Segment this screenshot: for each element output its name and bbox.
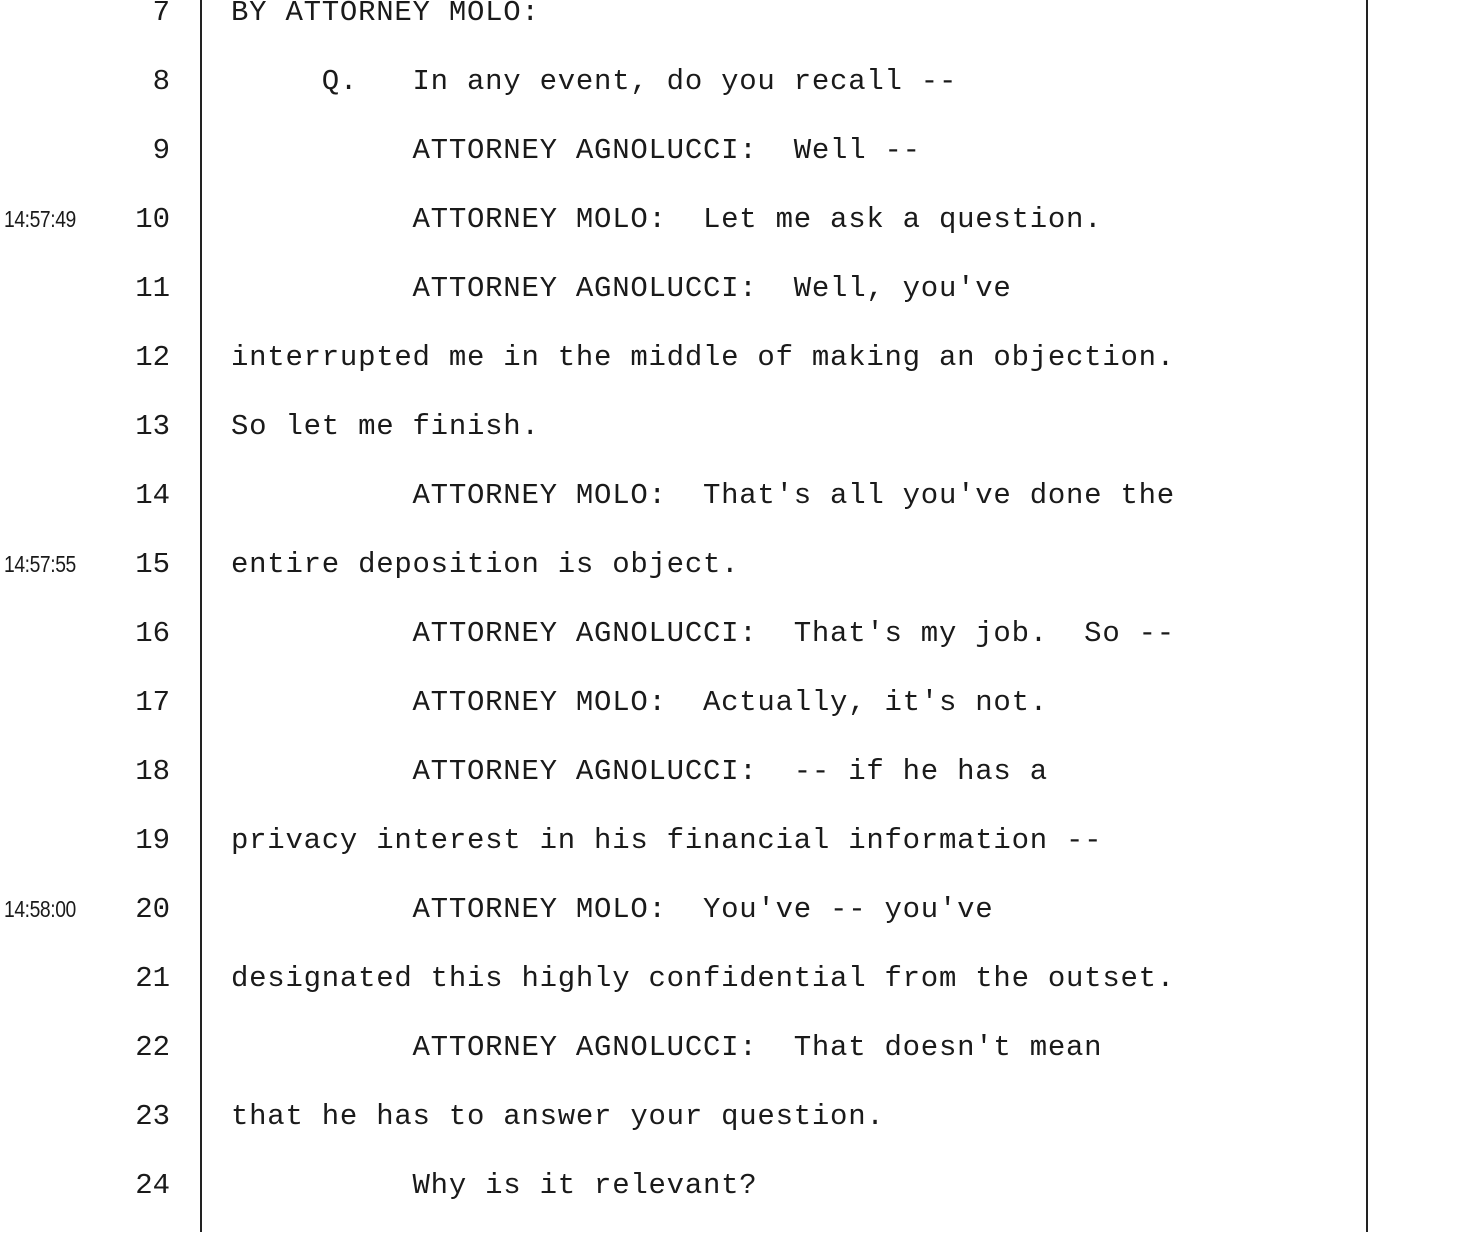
left-margin-rule <box>200 0 202 1232</box>
line-text: ATTORNEY AGNOLUCCI: -- if he has a <box>231 755 1048 788</box>
transcript-line: 16 ATTORNEY AGNOLUCCI: That's my job. So… <box>0 613 1460 682</box>
line-text: ATTORNEY AGNOLUCCI: Well -- <box>231 134 921 167</box>
line-number: 21 <box>135 962 170 995</box>
transcript-line: 12 interrupted me in the middle of makin… <box>0 337 1460 406</box>
transcript-line: 9 ATTORNEY AGNOLUCCI: Well -- <box>0 130 1460 199</box>
line-text: BY ATTORNEY MOLO: <box>231 0 540 29</box>
transcript-line: 14:57:49 10 ATTORNEY MOLO: Let me ask a … <box>0 199 1460 268</box>
transcript-line: 8 Q. In any event, do you recall -- <box>0 61 1460 130</box>
line-number: 20 <box>135 893 170 926</box>
line-text: entire deposition is object. <box>231 548 740 581</box>
timestamp: 14:57:55 <box>4 551 76 577</box>
line-number: 9 <box>152 134 170 167</box>
line-number: 17 <box>135 686 170 719</box>
timestamp: 14:57:49 <box>4 206 76 232</box>
transcript-line: 22 ATTORNEY AGNOLUCCI: That doesn't mean <box>0 1027 1460 1096</box>
line-number: 15 <box>135 548 170 581</box>
line-number: 7 <box>152 0 170 29</box>
line-text: So let me finish. <box>231 410 540 443</box>
transcript-line: 19 privacy interest in his financial inf… <box>0 820 1460 889</box>
line-text: Why is it relevant? <box>231 1169 758 1202</box>
transcript-line: 14:57:55 15 entire deposition is object. <box>0 544 1460 613</box>
line-text: designated this highly confidential from… <box>231 962 1175 995</box>
line-text: that he has to answer your question. <box>231 1100 885 1133</box>
line-number: 19 <box>135 824 170 857</box>
line-number: 11 <box>135 272 170 305</box>
line-text: ATTORNEY MOLO: You've -- you've <box>231 893 994 926</box>
line-number: 16 <box>135 617 170 650</box>
right-margin-rule <box>1366 0 1368 1232</box>
line-number: 22 <box>135 1031 170 1064</box>
timestamp: 14:58:00 <box>4 896 76 922</box>
line-number: 12 <box>135 341 170 374</box>
transcript-line: 17 ATTORNEY MOLO: Actually, it's not. <box>0 682 1460 751</box>
transcript-line: 24 Why is it relevant? <box>0 1165 1460 1234</box>
line-text: Q. In any event, do you recall -- <box>231 65 958 98</box>
line-number: 14 <box>135 479 170 512</box>
line-text: ATTORNEY AGNOLUCCI: That's my job. So -- <box>231 617 1175 650</box>
line-text: ATTORNEY MOLO: Actually, it's not. <box>231 686 1048 719</box>
transcript-line: 23 that he has to answer your question. <box>0 1096 1460 1165</box>
line-text: ATTORNEY MOLO: That's all you've done th… <box>231 479 1175 512</box>
line-number: 23 <box>135 1100 170 1133</box>
transcript-line: 13 So let me finish. <box>0 406 1460 475</box>
transcript-line: 14 ATTORNEY MOLO: That's all you've done… <box>0 475 1460 544</box>
line-number: 8 <box>152 65 170 98</box>
transcript-line: 21 designated this highly confidential f… <box>0 958 1460 1027</box>
line-number: 24 <box>135 1169 170 1202</box>
line-number: 18 <box>135 755 170 788</box>
line-text: ATTORNEY AGNOLUCCI: Well, you've <box>231 272 1012 305</box>
line-text: ATTORNEY AGNOLUCCI: That doesn't mean <box>231 1031 1103 1064</box>
line-number: 13 <box>135 410 170 443</box>
transcript-line: 7 BY ATTORNEY MOLO: <box>0 0 1460 61</box>
transcript-line: 11 ATTORNEY AGNOLUCCI: Well, you've <box>0 268 1460 337</box>
transcript-line: 18 ATTORNEY AGNOLUCCI: -- if he has a <box>0 751 1460 820</box>
line-text: ATTORNEY MOLO: Let me ask a question. <box>231 203 1103 236</box>
transcript-line: 14:58:00 20 ATTORNEY MOLO: You've -- you… <box>0 889 1460 958</box>
line-text: privacy interest in his financial inform… <box>231 824 1103 857</box>
line-text: interrupted me in the middle of making a… <box>231 341 1175 374</box>
line-number: 10 <box>135 203 170 236</box>
